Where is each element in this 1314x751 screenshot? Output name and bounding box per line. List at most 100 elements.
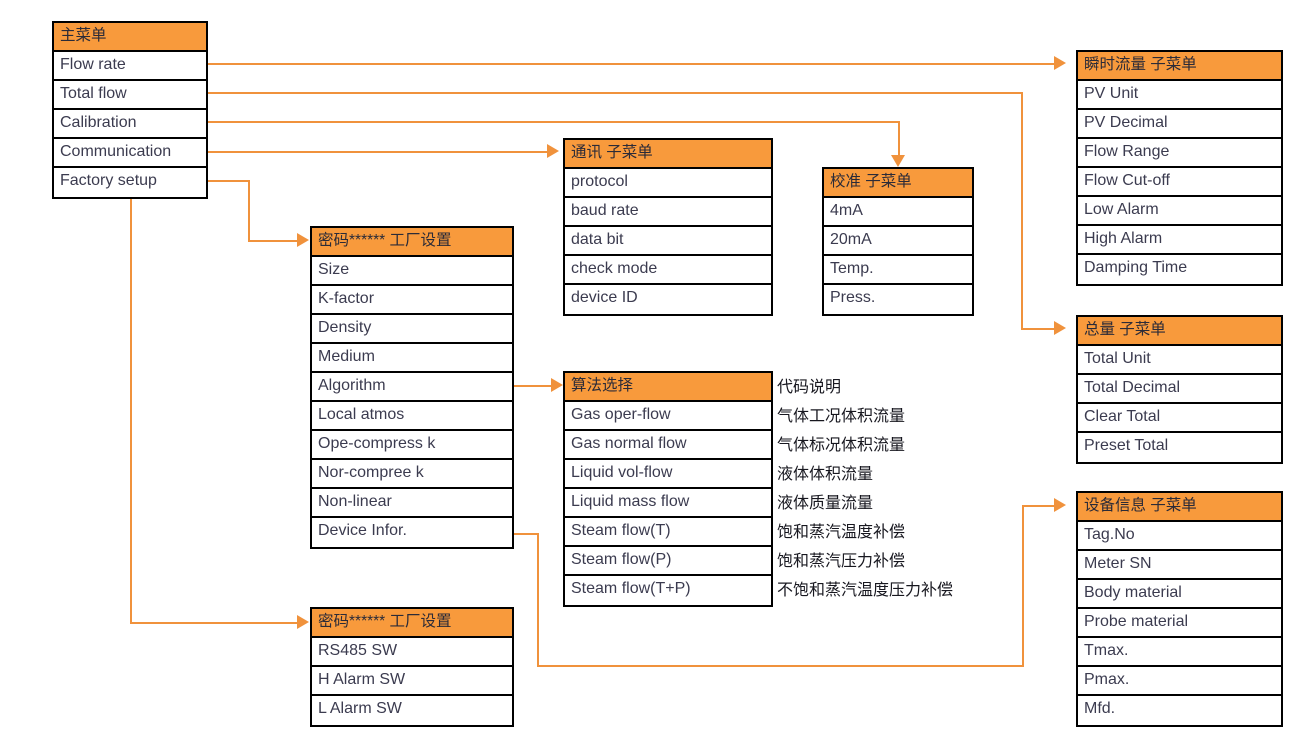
device-info-item-mfd[interactable]: Mfd.: [1084, 700, 1116, 717]
factory-setup-item-local-atmos[interactable]: Local atmos: [312, 402, 512, 431]
connector-algorithm: [514, 385, 551, 387]
factory-setup-item-k-factor[interactable]: K-factor: [312, 286, 512, 315]
device-info-item-probe-material[interactable]: Probe material: [1078, 609, 1281, 638]
algorithm-description-steam-flow-p: 饱和蒸汽压力补偿: [777, 553, 906, 570]
calibration-item-press[interactable]: Press.: [830, 289, 876, 306]
panel-total-flow-submenu: 总量 子菜单 Total Unit Total Decimal Clear To…: [1076, 315, 1283, 464]
connector-total-flow-v: [1021, 92, 1023, 328]
total-flow-item-total-unit[interactable]: Total Unit: [1078, 346, 1281, 375]
factory-setup-item-size[interactable]: Size: [312, 257, 512, 286]
connector-device-info-v2: [1022, 505, 1024, 667]
calibration-submenu-header: 校准 子菜单: [824, 169, 972, 198]
flow-rate-item-damping-time[interactable]: Damping Time: [1084, 259, 1188, 276]
algorithm-item-gas-normal-flow[interactable]: Gas normal flow: [565, 431, 771, 460]
connector-total-flow-h1: [208, 92, 1023, 94]
panel-communication-submenu: 通讯 子菜单 protocol baud rate data bit check…: [563, 138, 773, 316]
algorithm-submenu-header: 算法选择: [565, 373, 771, 402]
panel-device-info-submenu: 设备信息 子菜单 Tag.No Meter SN Body material P…: [1076, 491, 1283, 727]
factory-setup-switch-item-rs485-sw[interactable]: RS485 SW: [312, 638, 512, 667]
algorithm-item-gas-oper-flow[interactable]: Gas oper-flow: [565, 402, 771, 431]
algorithm-item-steam-flow-t-p[interactable]: Steam flow(T+P): [571, 580, 691, 597]
connector-factory-setup-h2: [248, 240, 297, 242]
factory-setup-switch-item-h-alarm-sw[interactable]: H Alarm SW: [312, 667, 512, 696]
communication-submenu-header: 通讯 子菜单: [565, 140, 771, 169]
device-info-item-tmax[interactable]: Tmax.: [1078, 638, 1281, 667]
flow-rate-item-flow-cut-off[interactable]: Flow Cut-off: [1078, 168, 1281, 197]
flow-rate-item-flow-range[interactable]: Flow Range: [1078, 139, 1281, 168]
algorithm-description-steam-flow-t-p: 不饱和蒸汽温度压力补偿: [777, 582, 954, 599]
connector-factory-setup-arrow1: [297, 233, 309, 247]
algorithm-item-liquid-vol-flow[interactable]: Liquid vol-flow: [565, 460, 771, 489]
communication-item-baud-rate[interactable]: baud rate: [565, 198, 771, 227]
factory-setup-item-device-infor[interactable]: Device Infor.: [318, 522, 407, 539]
connector-flow-rate: [208, 63, 1054, 65]
factory-setup-switch-item-l-alarm-sw[interactable]: L Alarm SW: [318, 700, 402, 717]
connector-factory-setup-h1: [208, 180, 248, 182]
main-menu-item-communication[interactable]: Communication: [54, 139, 206, 168]
factory-setup-switch-header: 密码****** 工厂设置: [312, 609, 512, 638]
device-info-item-pmax[interactable]: Pmax.: [1078, 667, 1281, 696]
communication-item-data-bit[interactable]: data bit: [565, 227, 771, 256]
total-flow-item-total-decimal[interactable]: Total Decimal: [1078, 375, 1281, 404]
factory-setup-item-density[interactable]: Density: [312, 315, 512, 344]
factory-setup-submenu-header: 密码****** 工厂设置: [312, 228, 512, 257]
panel-algorithm-submenu: 算法选择 Gas oper-flow Gas normal flow Liqui…: [563, 371, 773, 607]
connector-factory-switch-arrow: [297, 615, 309, 629]
total-flow-item-clear-total[interactable]: Clear Total: [1078, 404, 1281, 433]
main-menu-item-total-flow[interactable]: Total flow: [54, 81, 206, 110]
calibration-item-20ma[interactable]: 20mA: [824, 227, 972, 256]
algorithm-description-liquid-mass-flow: 液体质量流量: [777, 495, 874, 512]
connector-factory-switch-v: [130, 196, 132, 622]
flow-rate-item-low-alarm[interactable]: Low Alarm: [1078, 197, 1281, 226]
algorithm-description-steam-flow-t: 饱和蒸汽温度补偿: [777, 524, 906, 541]
flow-rate-item-pv-decimal[interactable]: PV Decimal: [1078, 110, 1281, 139]
connector-calibration-h: [208, 121, 900, 123]
factory-setup-item-medium[interactable]: Medium: [312, 344, 512, 373]
algorithm-item-steam-flow-t[interactable]: Steam flow(T): [565, 518, 771, 547]
connector-factory-switch-h: [130, 622, 297, 624]
total-flow-submenu-header: 总量 子菜单: [1078, 317, 1281, 346]
factory-setup-item-ope-compress-k[interactable]: Ope-compress k: [312, 431, 512, 460]
connector-device-info-h1: [514, 533, 539, 535]
connector-calibration-v: [898, 121, 900, 155]
algorithm-description-header: 代码说明: [777, 379, 842, 396]
factory-setup-item-algorithm[interactable]: Algorithm: [312, 373, 512, 402]
panel-calibration-submenu: 校准 子菜单 4mA 20mA Temp. Press.: [822, 167, 974, 316]
factory-setup-item-non-linear[interactable]: Non-linear: [312, 489, 512, 518]
device-info-item-meter-sn[interactable]: Meter SN: [1078, 551, 1281, 580]
factory-setup-item-nor-compree-k[interactable]: Nor-compree k: [312, 460, 512, 489]
communication-item-check-mode[interactable]: check mode: [565, 256, 771, 285]
main-menu-item-calibration[interactable]: Calibration: [54, 110, 206, 139]
connector-device-info-v1: [537, 533, 539, 665]
flow-rate-submenu-header: 瞬时流量 子菜单: [1078, 52, 1281, 81]
connector-communication: [208, 151, 547, 153]
connector-device-info-h3: [1022, 505, 1054, 507]
main-menu-item-factory-setup[interactable]: Factory setup: [60, 172, 157, 189]
algorithm-description-liquid-vol-flow: 液体体积流量: [777, 466, 874, 483]
connector-calibration-arrow: [891, 155, 905, 167]
panel-flow-rate-submenu: 瞬时流量 子菜单 PV Unit PV Decimal Flow Range F…: [1076, 50, 1283, 286]
algorithm-item-liquid-mass-flow[interactable]: Liquid mass flow: [565, 489, 771, 518]
flow-rate-item-pv-unit[interactable]: PV Unit: [1078, 81, 1281, 110]
connector-total-flow-h2: [1021, 328, 1054, 330]
flow-rate-item-high-alarm[interactable]: High Alarm: [1078, 226, 1281, 255]
calibration-item-4ma[interactable]: 4mA: [824, 198, 972, 227]
device-info-item-body-material[interactable]: Body material: [1078, 580, 1281, 609]
algorithm-description-gas-normal-flow: 气体标况体积流量: [777, 437, 906, 454]
connector-algorithm-arrow: [551, 378, 563, 392]
connector-device-info-arrow: [1054, 498, 1066, 512]
calibration-item-temp[interactable]: Temp.: [824, 256, 972, 285]
algorithm-item-steam-flow-p[interactable]: Steam flow(P): [565, 547, 771, 576]
communication-item-protocol[interactable]: protocol: [565, 169, 771, 198]
main-menu-header: 主菜单: [54, 23, 206, 52]
panel-factory-setup-submenu: 密码****** 工厂设置 Size K-factor Density Medi…: [310, 226, 514, 549]
connector-total-flow-arrow: [1054, 321, 1066, 335]
connector-communication-arrow: [547, 144, 559, 158]
panel-main-menu: 主菜单 Flow rate Total flow Calibration Com…: [52, 21, 208, 199]
communication-item-device-id[interactable]: device ID: [571, 289, 638, 306]
main-menu-item-flow-rate[interactable]: Flow rate: [54, 52, 206, 81]
device-info-submenu-header: 设备信息 子菜单: [1078, 493, 1281, 522]
device-info-item-tag-no[interactable]: Tag.No: [1078, 522, 1281, 551]
total-flow-item-preset-total[interactable]: Preset Total: [1084, 437, 1169, 454]
